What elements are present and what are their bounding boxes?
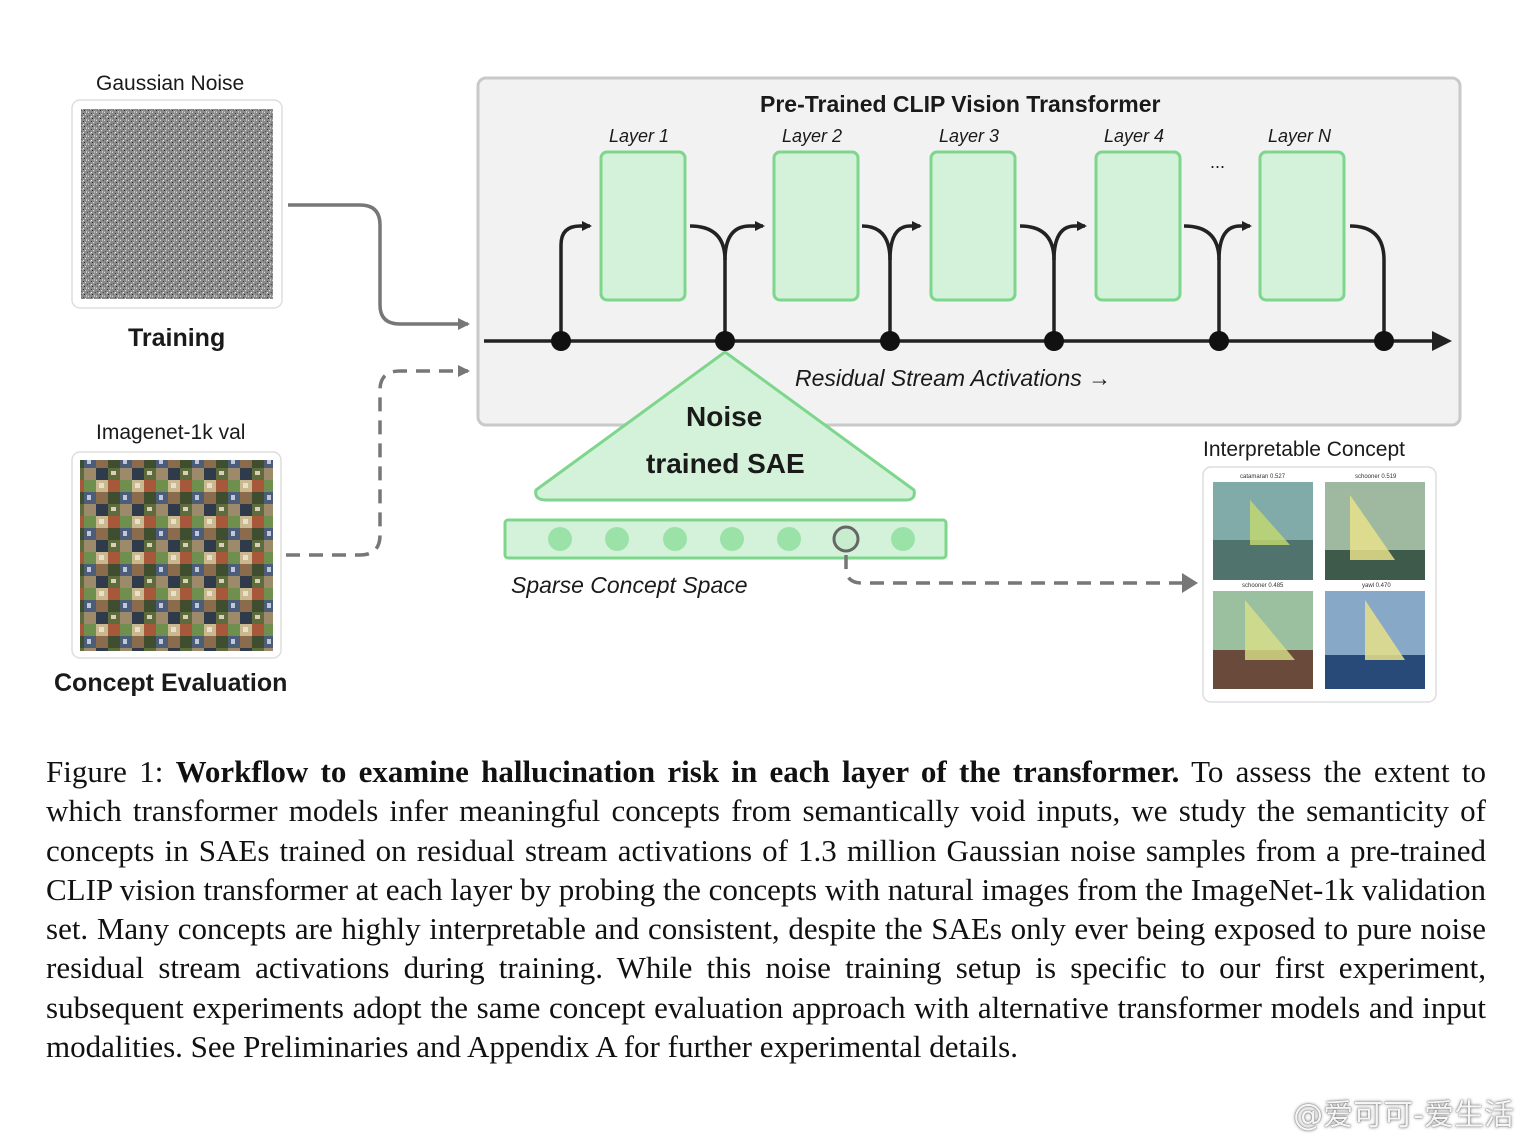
concept-arrowhead [1182,573,1198,593]
caption-title: Workflow to examine hallucination risk i… [175,754,1180,789]
training-caption: Training [128,324,226,352]
layer-1-block [599,150,687,302]
figure-diagram: Gaussian Noise Training Imagenet-1k val … [54,72,1462,703]
concept-tile-label: yawl 0.470 [1362,583,1391,589]
layer-4-label: Layer 4 [1104,126,1165,146]
layer-ellipsis: ... [1210,152,1226,172]
evaluation-caption: Concept Evaluation [54,669,288,697]
residual-stream-arrowhead [1432,331,1452,351]
sae-label-line2: trained SAE [646,448,805,479]
layer-2-label: Layer 2 [782,126,843,146]
training-arrow [288,203,470,330]
layer-1-label: Layer 1 [609,126,670,146]
caption-prefix: Figure 1: [46,754,176,789]
layer-n-label: Layer N [1268,126,1332,146]
evaluation-arrow [286,365,470,557]
imagenet-mosaic-image [80,460,273,651]
watermark: @爱可可-爱生活 [1293,1098,1514,1133]
concept-arrow [844,555,1185,585]
noise-title: Gaussian Noise [96,72,245,95]
concept-tiles [1213,482,1425,689]
transformer-title: Pre-Trained CLIP Vision Transformer [760,91,1161,117]
layer-connectors [559,221,1386,341]
stream-nodes [551,331,1394,351]
layer-4-block [1094,150,1182,302]
layer-3-label: Layer 3 [939,126,1000,146]
concept-title: Interpretable Concept [1203,438,1405,461]
gaussian-noise-image [81,109,273,299]
residual-stream-label: Residual Stream Activations → [795,365,1112,391]
layer-2-block [772,150,860,302]
concept-tile-label: schooner 0.485 [1242,583,1284,589]
concept-tile-label: schooner 0.519 [1355,474,1397,480]
diagram-canvas [71,76,1462,703]
concept-units [548,525,915,553]
layer-3-block [929,150,1017,302]
layer-n-block [1258,150,1346,302]
concept-tile-label: catamaran 0.527 [1240,474,1286,480]
caption-body: To assess the extent to which transforme… [46,754,1486,1065]
sae-label-line1: Noise [686,401,763,432]
figure-caption: Figure 1: Workflow to examine hallucinat… [46,752,1486,1066]
imagenet-title: Imagenet-1k val [96,421,246,444]
sae-triangle [534,350,916,502]
sparse-concept-label: Sparse Concept Space [511,572,748,598]
